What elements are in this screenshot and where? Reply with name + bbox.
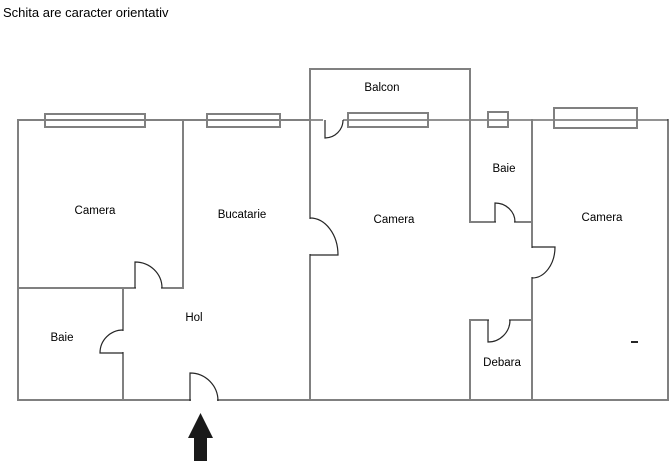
doors <box>99 119 556 402</box>
door-balcon <box>324 119 344 139</box>
outer-walls <box>17 119 669 401</box>
interior-walls <box>17 119 533 401</box>
door-camera-middle <box>309 217 339 256</box>
door-camera-right <box>531 246 556 279</box>
label-camera-right: Camera <box>582 212 624 224</box>
label-baie-right: Baie <box>492 163 515 175</box>
window-bucatarie <box>206 113 281 128</box>
window-balcon <box>347 112 429 128</box>
window-baie-right <box>487 111 509 128</box>
window-camera-right <box>553 107 638 129</box>
label-debara: Debara <box>483 357 521 369</box>
door-camera-left <box>134 261 163 289</box>
label-balcon: Balcon <box>364 82 399 94</box>
balcony-walls <box>309 68 471 121</box>
disclaimer-title: Schita are caracter orientativ <box>3 5 169 20</box>
door-debara <box>487 319 511 343</box>
label-bucatarie: Bucatarie <box>218 209 267 221</box>
label-camera-middle: Camera <box>374 214 416 226</box>
room-labels: Camera Bucatarie Camera Camera Baie Baie… <box>50 82 623 369</box>
window-camera-left <box>44 113 146 128</box>
windows <box>44 107 638 129</box>
label-camera-left: Camera <box>75 205 117 217</box>
door-baie-right <box>494 202 516 223</box>
entrance-arrow-icon <box>188 413 213 461</box>
door-entrance <box>189 372 219 402</box>
label-baie-left: Baie <box>50 332 73 344</box>
label-hol: Hol <box>185 312 202 324</box>
door-baie-left <box>99 329 124 354</box>
